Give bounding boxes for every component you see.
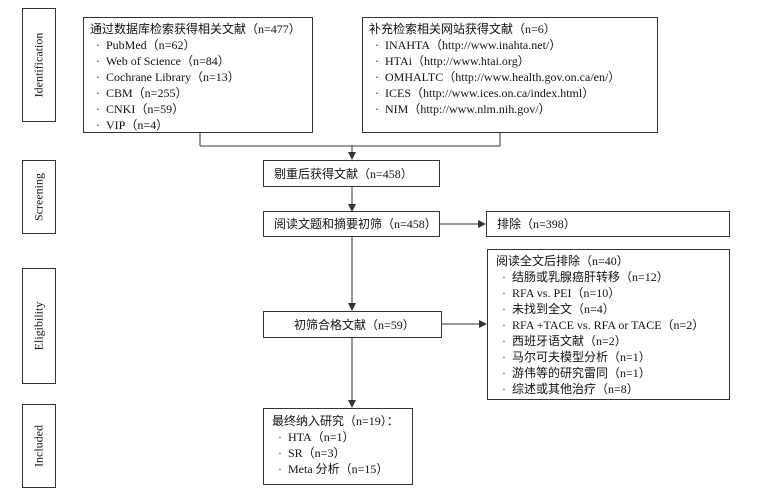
included-studies-title: 最终纳入研究（n=19）： [272, 414, 399, 428]
database-item: PubMed（n=62） [90, 37, 306, 53]
database-item: Web of Science（n=84） [90, 53, 306, 69]
exclusion-reason-item: 马尔可夫模型分析（n=1） [496, 349, 721, 365]
database-item: CNKI（n=59） [90, 101, 306, 117]
title-abstract-screen-box: 阅读文题和摘要初筛（n=458） [263, 211, 440, 237]
stage-eligibility: Eligibility [22, 268, 56, 384]
eligible-box: 初筛合格文献（n=59） [263, 311, 442, 338]
excluded-screen-text: 排除（n=398） [497, 217, 576, 231]
website-item: NIM（http://www.nlm.nih.gov/） [369, 101, 651, 117]
exclusion-reason-item: RFA +TACE vs. RFA or TACE（n=2） [496, 317, 721, 333]
excluded-screen-box: 排除（n=398） [486, 211, 730, 237]
database-search-title: 通过数据库检索获得相关文献（n=477） [90, 22, 301, 36]
exclusion-reason-item: 西班牙语文献（n=2） [496, 333, 721, 349]
stage-screening: Screening [22, 160, 56, 234]
website-item: INAHTA（http://www.inahta.net/） [369, 37, 651, 53]
stage-included: Included [22, 404, 56, 488]
fulltext-excluded-title: 阅读全文后排除（n=40） [496, 254, 629, 268]
database-item: Cochrane Library（n=13） [90, 69, 306, 85]
website-item: ICES（http://www.ices.on.ca/index.html） [369, 85, 651, 101]
dedup-text: 剔重后获得文献（n=458） [274, 166, 413, 181]
eligible-text: 初筛合格文献（n=59） [294, 317, 415, 332]
included-study-item: Meta 分析（n=15） [272, 461, 404, 477]
website-search-box: 补充检索相关网站获得文献（n=6） INAHTA（http://www.inah… [362, 17, 658, 133]
website-search-title: 补充检索相关网站获得文献（n=6） [369, 22, 556, 36]
website-item: HTAi（http://www.htai.org） [369, 53, 651, 69]
exclusion-reason-item: 未找到全文（n=4） [496, 301, 721, 317]
database-item: VIP（n=4） [90, 117, 306, 133]
website-item: OMHALTC（http://www.health.gov.on.ca/en/） [369, 69, 651, 85]
fulltext-excluded-box: 阅读全文后排除（n=40） 结肠或乳腺癌肝转移（n=12） RFA vs. PE… [487, 249, 730, 400]
title-abstract-screen-text: 阅读文题和摘要初筛（n=458） [274, 217, 437, 231]
included-study-item: HTA（n=1） [272, 429, 404, 445]
dedup-box: 剔重后获得文献（n=458） [263, 160, 440, 187]
exclusion-reason-item: 结肠或乳腺癌肝转移（n=12） [496, 269, 721, 285]
stage-identification: Identification [22, 8, 56, 122]
included-study-item: SR（n=3） [272, 445, 404, 461]
exclusion-reason-item: RFA vs. PEI（n=10） [496, 285, 721, 301]
exclusion-reason-item: 游伟等的研究雷同（n=1） [496, 365, 721, 381]
included-studies-box: 最终纳入研究（n=19）： HTA（n=1） SR（n=3） Meta 分析（n… [263, 408, 413, 485]
database-item: CBM（n=255） [90, 85, 306, 101]
exclusion-reason-item: 综述或其他治疗（n=8） [496, 381, 721, 397]
database-search-box: 通过数据库检索获得相关文献（n=477） PubMed（n=62） Web of… [83, 17, 313, 133]
